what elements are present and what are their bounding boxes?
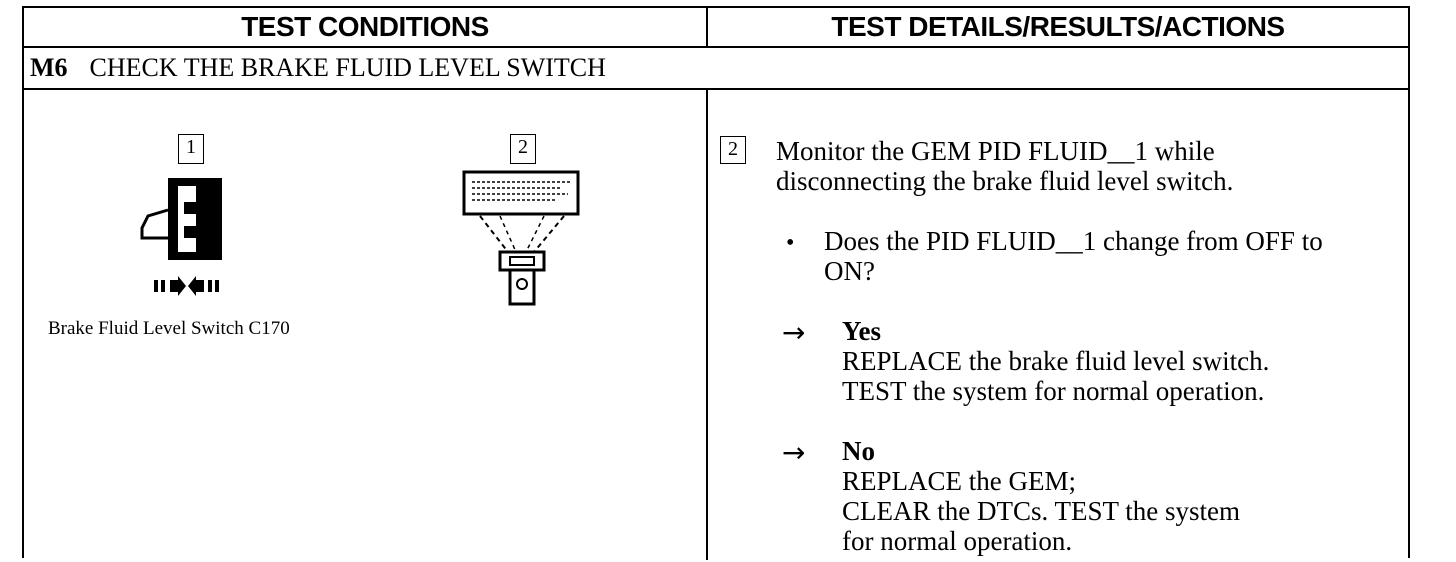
question-line-2: ON? bbox=[824, 256, 875, 286]
header-rule bbox=[24, 46, 1408, 48]
no-arrow-icon: → bbox=[782, 436, 806, 469]
header-divider bbox=[706, 8, 708, 46]
yes-arrow-icon: → bbox=[782, 316, 806, 349]
header-test-conditions: TEST CONDITIONS bbox=[241, 11, 489, 42]
step-title-row: M6 CHECK THE BRAKE FLUID LEVEL SWITCH bbox=[30, 48, 606, 88]
no-line-2: CLEAR the DTCs. TEST the system bbox=[842, 496, 1240, 526]
no-result: No REPLACE the GEM; CLEAR the DTCs. TEST… bbox=[842, 436, 1240, 556]
scan-tool-icon bbox=[462, 170, 580, 306]
step-title: CHECK THE BRAKE FLUID LEVEL SWITCH bbox=[89, 53, 606, 82]
body-divider bbox=[706, 88, 708, 560]
step-badge-1: 1 bbox=[178, 134, 204, 164]
no-line-3: for normal operation. bbox=[842, 526, 1073, 556]
step-badge-2: 2 bbox=[510, 134, 536, 164]
no-label: No bbox=[842, 436, 875, 466]
yes-label: Yes bbox=[842, 316, 881, 346]
question-text: Does the PID FLUID__1 change from OFF to… bbox=[824, 226, 1323, 286]
no-line-1: REPLACE the GEM; bbox=[842, 466, 1076, 496]
step-rule bbox=[24, 88, 1408, 90]
instruction-line-2: disconnecting the brake fluid level swit… bbox=[776, 166, 1234, 196]
step-number: M6 bbox=[30, 53, 68, 82]
instruction-line-1: Monitor the GEM PID FLUID__1 while bbox=[776, 136, 1215, 166]
yes-line-1: REPLACE the brake fluid level switch. bbox=[842, 346, 1270, 376]
step-badge-right: 2 bbox=[720, 136, 746, 164]
test-procedure-table: TEST CONDITIONS TEST DETAILS/RESULTS/ACT… bbox=[22, 6, 1410, 560]
instruction-text: Monitor the GEM PID FLUID__1 while disco… bbox=[776, 136, 1233, 196]
connector-caption: Brake Fluid Level Switch C170 bbox=[48, 318, 290, 339]
question-line-1: Does the PID FLUID__1 change from OFF to bbox=[824, 226, 1323, 256]
connector-icon bbox=[140, 178, 222, 296]
yes-result: Yes REPLACE the brake fluid level switch… bbox=[842, 316, 1269, 406]
question-bullet: • bbox=[786, 230, 795, 256]
yes-line-2: TEST the system for normal operation. bbox=[842, 376, 1265, 406]
header-test-details: TEST DETAILS/RESULTS/ACTIONS bbox=[831, 11, 1285, 42]
